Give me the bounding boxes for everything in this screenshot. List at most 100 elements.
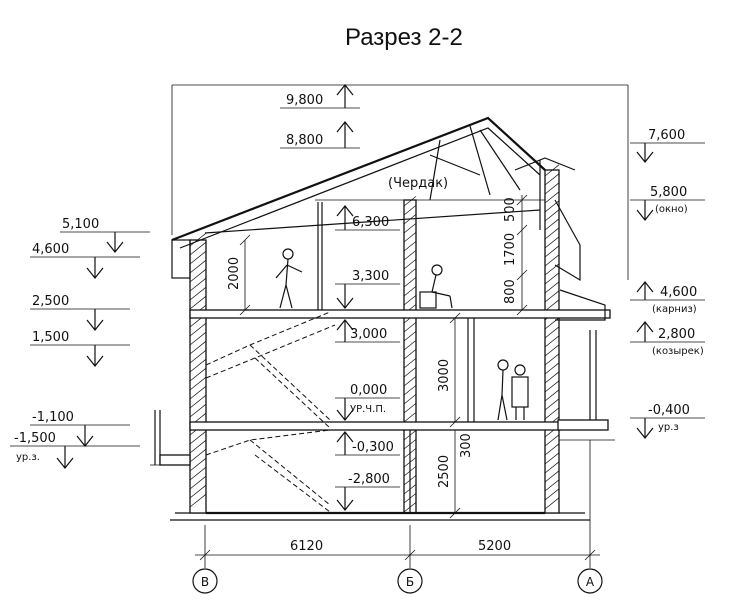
hatch-line [544, 236, 560, 249]
hatch-line [403, 241, 417, 252]
hatch-line [403, 268, 417, 279]
axis-label-b: Б [406, 575, 414, 589]
hatch-line [544, 191, 560, 204]
level-1500: 1,500 [32, 330, 69, 345]
hatch-line [189, 259, 207, 274]
hatch-line [403, 205, 417, 216]
hatch-line [544, 326, 560, 339]
hatch-line [544, 164, 560, 177]
attic-label: (Чердак) [388, 176, 448, 191]
hatch-line [403, 232, 417, 243]
dim-800: 800 [503, 279, 518, 304]
hatch-line [403, 412, 417, 423]
level-3300: 3,300 [352, 269, 389, 284]
level-neg1500: -1,500 [14, 431, 56, 446]
hatch-line [544, 443, 560, 456]
hatch-line [403, 367, 417, 378]
dim-2000: 2000 [227, 257, 242, 290]
hatch-line [189, 385, 207, 400]
hatch-line [189, 358, 207, 373]
left-wall [189, 239, 207, 514]
hatch-line [403, 331, 417, 342]
hatch-line [189, 322, 207, 337]
hatch-line [189, 493, 207, 508]
hatch-line [189, 376, 207, 391]
dim-500: 500 [503, 197, 518, 222]
axis-bubble-a: А [577, 568, 603, 594]
hatch-line [189, 232, 207, 247]
hatch-line [544, 245, 560, 258]
axis-label-v: В [201, 575, 209, 589]
hatch-line [544, 254, 560, 267]
hatch-line [189, 430, 207, 445]
hatch-line [403, 340, 417, 351]
hatch-line [544, 362, 560, 375]
level-neg2800: -2,800 [348, 472, 390, 487]
inner-level-markers: 6,300 3,300 3,000 0,000 УР.Ч.П. -0,300 -… [335, 205, 400, 511]
hatch-line [189, 340, 207, 355]
hatch-line [544, 497, 560, 510]
right-level-markers: 7,600 5,800 (окно) 4,600 (карниз) 2,800 … [630, 128, 705, 439]
hatch-line [403, 250, 417, 261]
hatch-line [189, 403, 207, 418]
dim-3000: 3000 [437, 359, 452, 392]
finish-floor-label: УР.Ч.П. [350, 404, 386, 415]
hatch-line [189, 349, 207, 364]
dim-1700: 1700 [503, 233, 518, 266]
hatch-line [189, 394, 207, 409]
ground-level-label-left: ур.з. [16, 452, 40, 463]
level-4600-right: 4,600 [660, 285, 697, 300]
hatch-line [544, 353, 560, 366]
canopy-label: (козырек) [652, 346, 704, 357]
horizontal-dimensions: 6120 5200 [195, 539, 600, 561]
hatch-line [544, 281, 560, 294]
hatch-line [544, 461, 560, 474]
hatch-line [403, 349, 417, 360]
ground-level-label-right: ур.з [658, 422, 679, 433]
hatch-line [403, 295, 417, 306]
hatch-line [544, 344, 560, 357]
hatch-line [544, 290, 560, 303]
axis-bubble-v: В [192, 568, 218, 594]
hatch-line [403, 277, 417, 288]
hatch-line [403, 394, 417, 405]
right-porch [557, 330, 609, 431]
hatch-line [544, 389, 560, 402]
hatch-line [544, 218, 560, 231]
level-0000: 0,000 [350, 383, 387, 398]
hatch-line [544, 470, 560, 483]
hatch-line [403, 376, 417, 387]
level-4600: 4,600 [32, 242, 69, 257]
hatch-line [544, 209, 560, 222]
hatch-line [544, 407, 560, 420]
hatch-line [544, 272, 560, 285]
hatch-line [544, 488, 560, 501]
window-label: (окно) [655, 204, 688, 215]
hatch-line [544, 479, 560, 492]
axis-label-a: А [586, 575, 595, 589]
hatch-line [403, 403, 417, 414]
hatch-line [189, 439, 207, 454]
hatch-line [544, 335, 560, 348]
hatch-line [189, 448, 207, 463]
dim-300: 300 [459, 433, 474, 458]
level-5800: 5,800 [650, 185, 687, 200]
hatch-line [544, 182, 560, 195]
people-first-floor [497, 359, 529, 421]
hatch-line [189, 457, 207, 472]
dim-6120: 6120 [290, 539, 323, 554]
level-neg0400: -0,400 [648, 403, 690, 418]
level-7600: 7,600 [648, 128, 685, 143]
hatch-line [403, 358, 417, 369]
level-8800: 8,800 [286, 133, 323, 148]
hatch-line [189, 286, 207, 301]
hatch-line [189, 466, 207, 481]
stairs [205, 311, 336, 513]
hatch-line [544, 398, 560, 411]
vertical-dimensions: 2000 500 1700 800 3000 2500 300 [227, 194, 528, 519]
eave-label: (карниз) [652, 304, 697, 315]
hatch-line [403, 322, 417, 333]
hatch-line [189, 295, 207, 310]
level-9800: 9,800 [286, 93, 323, 108]
roof [171, 116, 606, 321]
